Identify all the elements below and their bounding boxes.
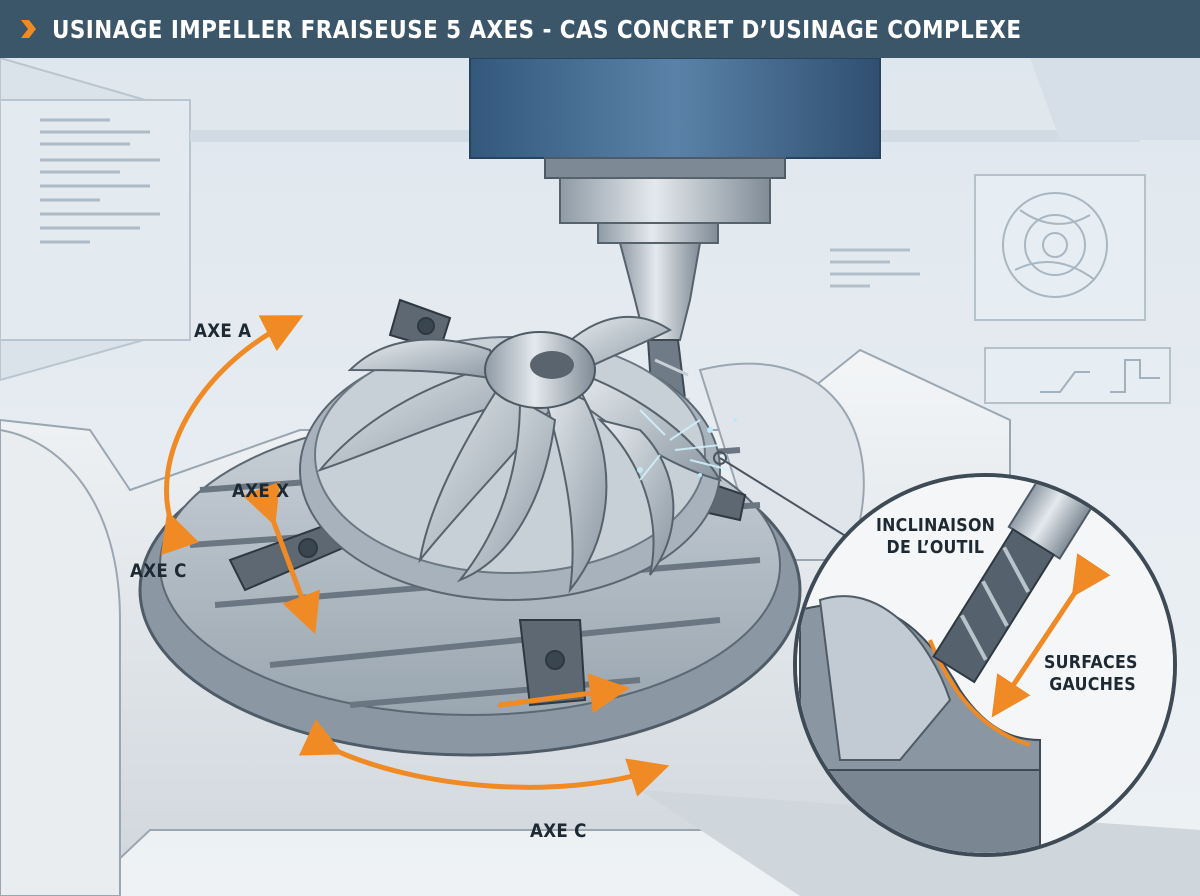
chevron-right-icon: [18, 18, 40, 40]
warped-surfaces-label: SURFACES GAUCHES: [1044, 652, 1138, 696]
axis-c-left-label: AXE C: [130, 560, 187, 582]
warped-surfaces-line1: SURFACES: [1044, 652, 1138, 673]
axis-x-label: AXE X: [232, 480, 290, 502]
axis-a-label: AXE A: [194, 320, 252, 342]
tool-inclination-line2: DE L’OUTIL: [886, 537, 985, 558]
tool-inclination-line1: INCLINAISON: [876, 515, 996, 536]
tool-inclination-label: INCLINAISON DE L’OUTIL: [876, 515, 995, 559]
title-bar: USINAGE IMPELLER FRAISEUSE 5 AXES - CAS …: [0, 0, 1200, 58]
warped-surfaces-line2: GAUCHES: [1049, 674, 1136, 695]
page-title: USINAGE IMPELLER FRAISEUSE 5 AXES - CAS …: [52, 14, 1022, 44]
axis-c-bottom-label: AXE C: [530, 820, 587, 842]
